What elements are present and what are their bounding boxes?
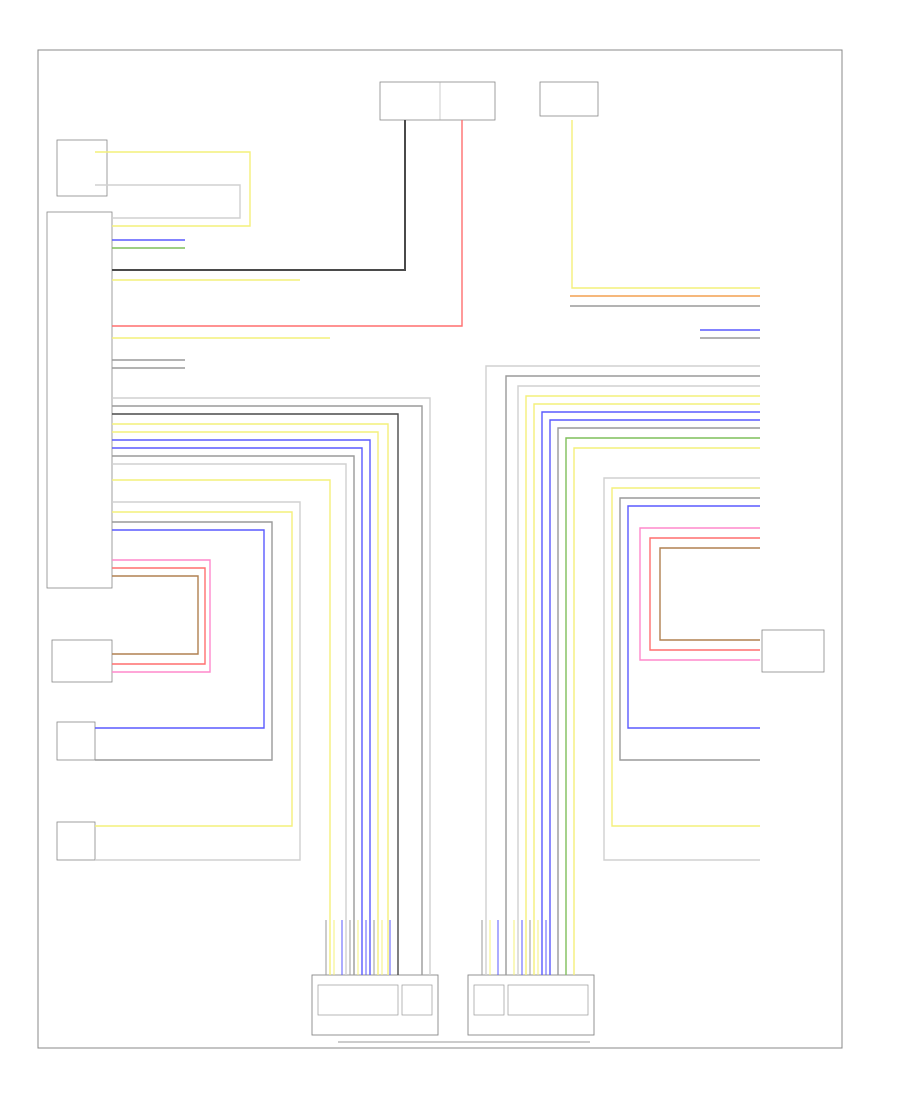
- fuse-box-left: [379, 81, 496, 121]
- wire-darkgray-3: [112, 120, 406, 271]
- wire-brown-28: [112, 575, 199, 655]
- wire-ltgray-43: [603, 477, 760, 861]
- wire-yellow-15: [112, 423, 389, 975]
- wire-yellow-16: [112, 431, 379, 975]
- wire-yellow-42: [573, 447, 760, 975]
- wires-layer: [95, 120, 760, 1043]
- wire-ltgray-20: [112, 463, 347, 975]
- wire-blue-18: [112, 447, 363, 975]
- wire-gray-45: [619, 497, 760, 761]
- wire-yellow-1: [95, 151, 251, 227]
- wire-pink-26: [112, 559, 211, 673]
- wire-gray-13: [112, 405, 423, 975]
- wire-brown-49: [659, 547, 760, 641]
- wire-blue-39: [549, 419, 760, 975]
- bottom-module-right: [467, 974, 595, 1036]
- wire-darkgray-14: [112, 413, 399, 975]
- switch-box-left-1: [56, 721, 96, 761]
- wire-yellow-5: [571, 120, 760, 289]
- wire-yellow-36: [525, 395, 760, 975]
- wire-ltgray-35: [517, 385, 760, 975]
- wire-ltgray-12: [112, 397, 431, 975]
- wire-blue-25: [95, 529, 265, 729]
- wire-yellow-44: [611, 487, 760, 827]
- wire-red-4: [112, 120, 463, 327]
- wire-red-48: [649, 537, 760, 651]
- switch-box-left-2: [56, 821, 96, 861]
- component-box-right-1: [761, 629, 825, 673]
- component-box-left-1: [51, 639, 113, 683]
- control-module-left: [46, 211, 113, 589]
- fuse-box-right: [539, 81, 599, 117]
- wire-gray-40: [557, 427, 760, 975]
- sensor-box-top-left: [56, 139, 108, 197]
- wire-yellow-21: [112, 479, 331, 975]
- wire-yellow-37: [533, 403, 760, 975]
- page-frame: [37, 49, 843, 1049]
- wire-ltgray-22: [95, 501, 301, 861]
- wire-gray-19: [112, 455, 355, 975]
- wire-yellow-23: [95, 511, 293, 827]
- wire-blue-38: [541, 411, 760, 975]
- wire-red-27: [112, 567, 206, 665]
- wire-ltgray-33: [485, 365, 760, 975]
- wire-green-41: [565, 437, 760, 975]
- wire-pink-47: [639, 527, 760, 661]
- wire-gray-24: [95, 521, 273, 761]
- wire-blue-46: [627, 505, 760, 729]
- bottom-module-left: [311, 974, 439, 1036]
- wire-blue-17: [112, 439, 371, 975]
- wire-gray-34: [505, 375, 760, 975]
- wire-ltgray-2: [95, 184, 241, 219]
